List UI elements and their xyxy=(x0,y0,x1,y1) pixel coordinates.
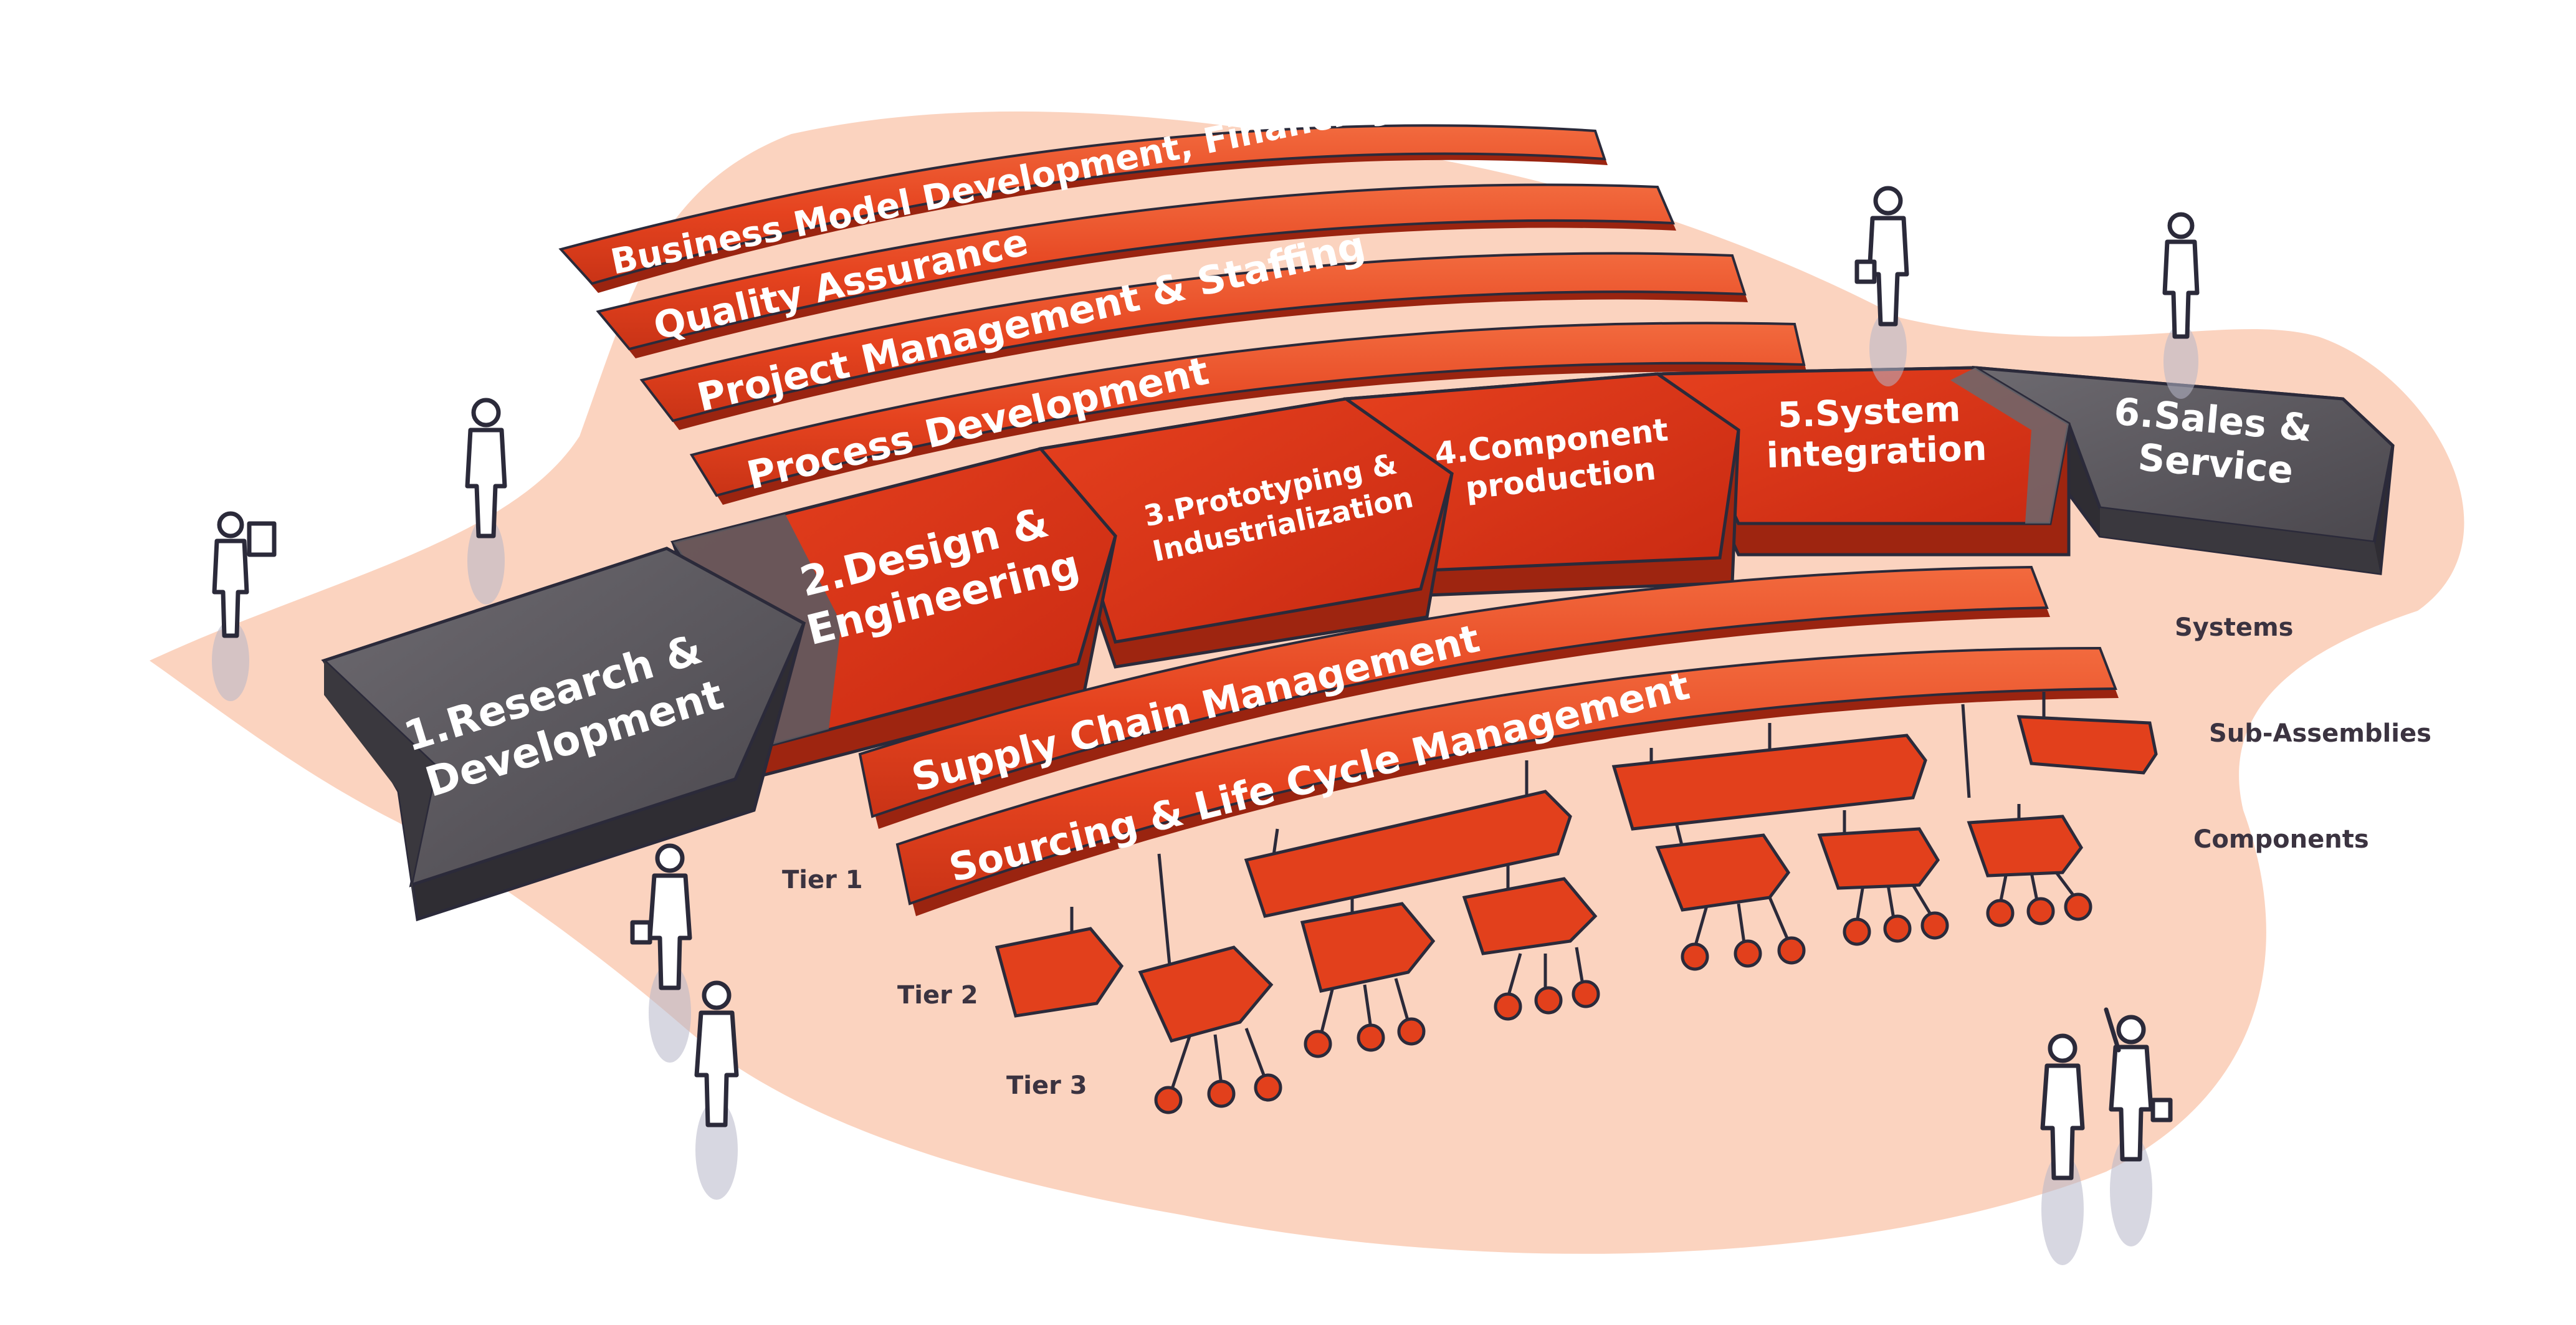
process-steps: 1.Research & Development 2.Design & Engi… xyxy=(321,366,2395,922)
briefcase-icon xyxy=(1854,259,1877,284)
component-node[interactable] xyxy=(1986,899,2015,927)
component-node[interactable] xyxy=(1304,1030,1332,1058)
component-node[interactable] xyxy=(1681,942,1709,971)
component-node[interactable] xyxy=(1734,939,1762,968)
level-label-sub-assemblies: Sub-Assemblies xyxy=(2209,719,2431,748)
supply-tree-blocks xyxy=(995,715,2158,1043)
component-circles xyxy=(1154,892,2092,1114)
briefcase-icon xyxy=(630,920,652,945)
component-node[interactable] xyxy=(1843,917,1871,946)
tier-labels: Tier 1 Tier 2 Tier 3 xyxy=(782,866,1087,1100)
briefcase-icon xyxy=(2150,1098,2173,1122)
tier1-block-3[interactable] xyxy=(2016,715,2158,775)
component-node[interactable] xyxy=(1777,936,1806,965)
clipboard-icon xyxy=(247,521,277,557)
tier2-block-1[interactable] xyxy=(995,927,1124,1018)
level-label-components: Components xyxy=(2193,825,2369,854)
step-6-sales-service[interactable] xyxy=(1972,366,2395,575)
component-node[interactable] xyxy=(1494,992,1522,1021)
people xyxy=(212,186,2200,1265)
tier2-block-6[interactable] xyxy=(1817,827,1940,890)
tier-label-2: Tier 2 xyxy=(897,981,978,1010)
component-node[interactable] xyxy=(1254,1073,1282,1102)
component-node[interactable] xyxy=(1883,914,1912,943)
tier-label-3: Tier 3 xyxy=(1006,1071,1087,1100)
step-3-prototyping[interactable] xyxy=(1038,397,1454,669)
tier2-block-2[interactable] xyxy=(1138,945,1274,1043)
component-node[interactable] xyxy=(1207,1079,1236,1108)
tier1-block-1[interactable] xyxy=(1244,790,1572,918)
person-icon xyxy=(694,980,739,1200)
person-icon xyxy=(1854,186,1909,386)
person-icon xyxy=(465,398,507,605)
person-icon xyxy=(2162,212,2200,399)
step-5-system-integration[interactable] xyxy=(1654,366,2071,557)
person-icon xyxy=(2104,1007,2173,1246)
tier2-block-7[interactable] xyxy=(1967,815,2084,878)
person-icon xyxy=(630,843,692,1063)
supply-tree-connectors xyxy=(1070,692,2076,1091)
level-label-systems: Systems xyxy=(2175,613,2293,642)
component-node[interactable] xyxy=(1154,1086,1183,1114)
tier-label-1: Tier 1 xyxy=(782,866,863,894)
tier1-block-2[interactable] xyxy=(1611,734,1927,831)
level-labels: Systems Sub-Assemblies Components xyxy=(2175,613,2431,854)
person-icon xyxy=(2040,1033,2085,1265)
tier2-block-5[interactable] xyxy=(1655,833,1791,912)
tier2-block-4[interactable] xyxy=(1462,877,1598,955)
component-node[interactable] xyxy=(1572,980,1600,1008)
step-label-5: 5.System integration xyxy=(1765,388,1988,476)
component-node[interactable] xyxy=(2064,892,2092,921)
component-node[interactable] xyxy=(1534,986,1563,1015)
person-icon xyxy=(212,511,277,701)
step-1-research-development[interactable] xyxy=(321,547,806,922)
component-node[interactable] xyxy=(1357,1023,1385,1052)
tier2-block-3[interactable] xyxy=(1300,902,1436,993)
component-node[interactable] xyxy=(1397,1017,1426,1046)
component-node[interactable] xyxy=(2026,897,2055,926)
component-node[interactable] xyxy=(1920,911,1949,940)
